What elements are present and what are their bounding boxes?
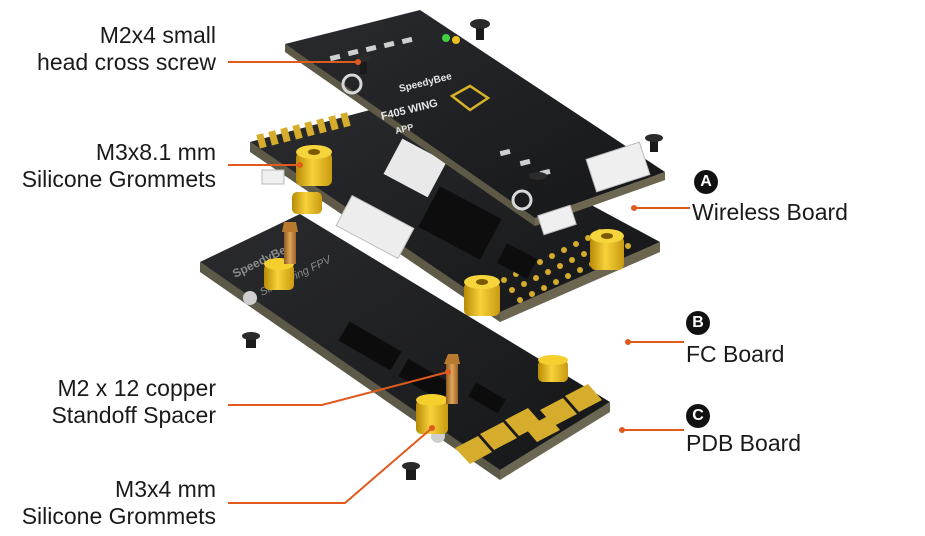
wireless-board: SpeedyBee F405 WING APP	[261, 10, 665, 236]
pdb-standoffs	[264, 222, 568, 434]
mosfet-chip	[468, 382, 506, 414]
label-grommets-bottom-line1: M3x4 mm	[115, 476, 216, 502]
silicone-grommet	[292, 192, 322, 214]
label-grommets-top: M3x8.1 mm Silicone Grommets	[22, 139, 216, 193]
app-silkscreen: APP	[394, 122, 414, 136]
leader-screw-dot	[355, 59, 361, 65]
copper-standoff	[284, 228, 296, 264]
label-grommets-bottom-line2: Silicone Grommets	[21, 503, 216, 529]
wireless-connector	[585, 141, 651, 193]
mosfet-chip	[398, 358, 452, 402]
mount-hole	[243, 291, 257, 305]
pdb-pad	[480, 422, 517, 450]
status-led	[442, 34, 450, 42]
screw-icon	[402, 462, 420, 480]
leader-grommets-bottom	[228, 427, 433, 504]
leader-grommets-top-dot	[297, 162, 303, 168]
silicone-grommet	[464, 282, 500, 316]
label-grommets-bottom: M3x4 mm Silicone Grommets	[22, 476, 216, 530]
badge-pdb: C	[686, 404, 710, 428]
pdb-pad	[540, 398, 577, 426]
fc-gold-pads	[256, 112, 351, 149]
pdb-board-surface	[200, 214, 610, 470]
connector-white	[335, 194, 415, 260]
badge-wireless: A	[694, 170, 718, 194]
label-fc: FC Board	[686, 341, 785, 367]
silicone-grommet	[264, 264, 294, 290]
silicone-grommet	[416, 400, 448, 434]
label-standoff-line1: M2 x 12 copper	[57, 375, 216, 401]
label-screw-line1: M2x4 small	[99, 22, 216, 48]
screw-icon	[470, 19, 490, 40]
wireless-connector	[261, 169, 285, 185]
copper-standoff	[446, 360, 458, 404]
leader-wireless-dot	[631, 205, 637, 211]
bottom-screws	[242, 332, 420, 480]
label-standoff: M2 x 12 copper Standoff Spacer	[51, 375, 216, 429]
shield-can	[383, 138, 447, 198]
leader-standoff	[228, 371, 449, 406]
screw-icon	[242, 332, 260, 348]
label-grommets-top-line1: M3x8.1 mm	[95, 139, 216, 165]
wireless-connector	[537, 204, 577, 236]
silicone-grommet	[296, 152, 332, 186]
pdb-pad	[455, 436, 492, 464]
screw-icon	[645, 134, 663, 152]
label-standoff-line2: Standoff Spacer	[51, 402, 216, 428]
brand-logo	[449, 84, 491, 112]
label-wireless: Wireless Board	[692, 199, 848, 225]
mosfet-chip	[338, 321, 402, 371]
label-screw: M2x4 small head cross screw	[37, 22, 216, 76]
ic-chip	[496, 243, 538, 279]
label-grommets-top-line2: Silicone Grommets	[21, 166, 216, 192]
label-screw-line2: head cross screw	[37, 49, 216, 75]
leader-pdb-dot	[619, 427, 625, 433]
pdb-pad	[505, 408, 542, 436]
fc-grommets	[292, 145, 624, 316]
screw-icon	[529, 172, 547, 190]
wireless-board-surface	[285, 10, 665, 218]
status-led	[452, 36, 460, 44]
leader-grommets-bottom-dot	[429, 425, 435, 431]
badge-fc: B	[686, 311, 710, 335]
mcu-chip	[418, 186, 502, 260]
silicone-grommet	[538, 360, 568, 382]
silicone-grommet	[590, 236, 624, 270]
leader-standoff-dot	[445, 369, 451, 375]
mount-hole	[511, 189, 533, 211]
pdb-pad	[565, 384, 602, 412]
label-pdb: PDB Board	[686, 430, 802, 456]
leader-lines	[228, 59, 690, 504]
mount-hole	[341, 73, 363, 95]
leader-fc-dot	[625, 339, 631, 345]
